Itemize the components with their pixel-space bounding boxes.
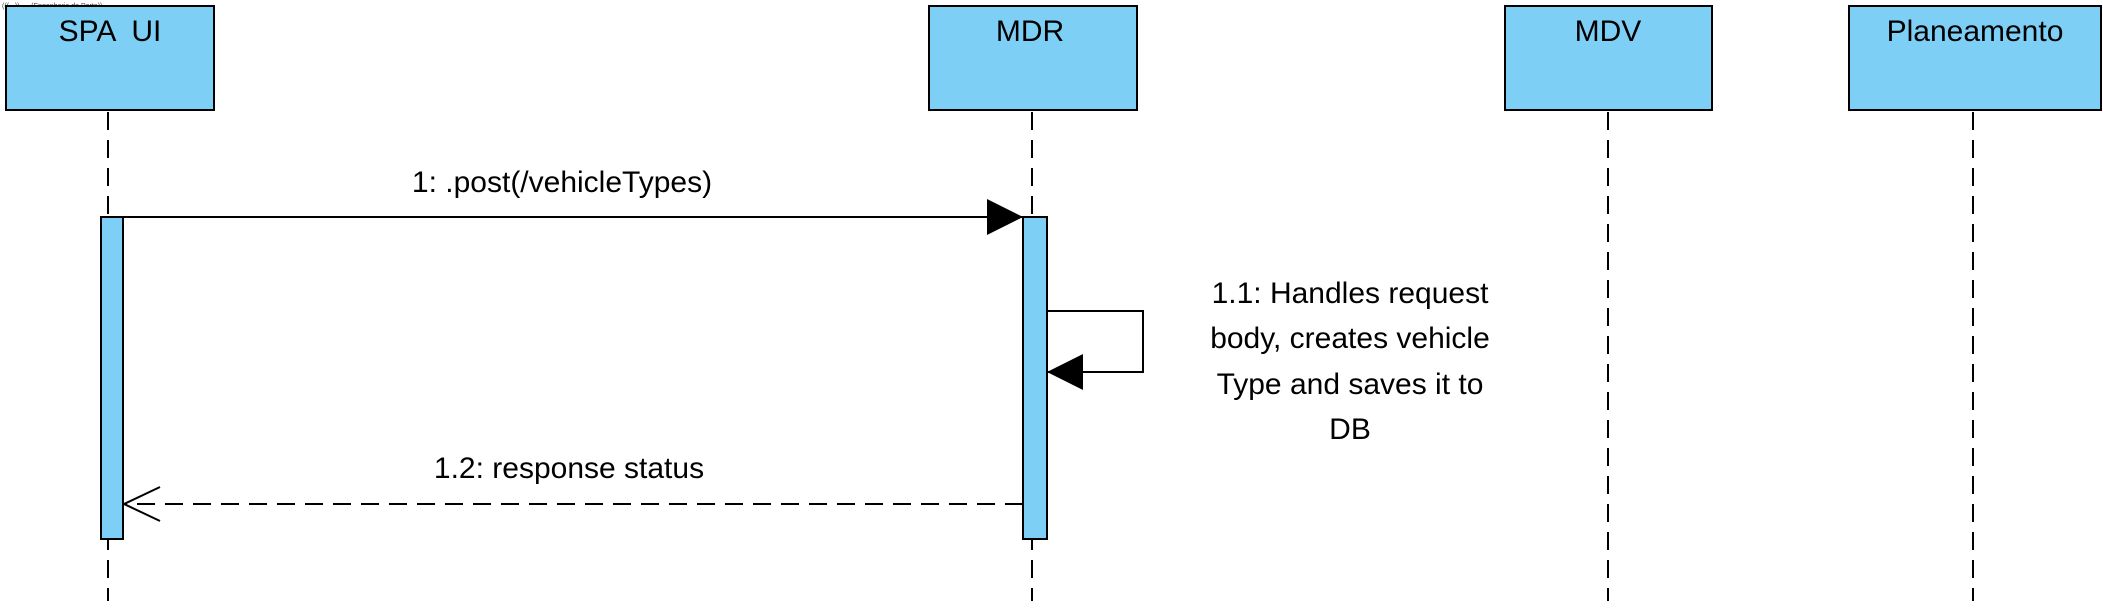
message-self-call-handle-request[interactable]: 1.1: Handles request body, creates vehic… <box>1047 277 1490 446</box>
message-label-line-1: 1.1: Handles request <box>1212 277 1490 310</box>
message-label-line-3: Type and saves it to <box>1217 368 1484 401</box>
participant-label: SPA UI <box>59 15 162 48</box>
activation-mdr <box>1022 216 1048 540</box>
participant-mdr[interactable]: MDR <box>928 5 1138 111</box>
participant-spa-ui[interactable]: SPA UI <box>5 5 215 111</box>
participant-label: MDR <box>996 15 1064 48</box>
message-label-line-2: body, creates vehicle <box>1210 322 1490 355</box>
message-label-line-4: DB <box>1329 413 1371 446</box>
activation-spa-ui <box>100 216 124 540</box>
message-post-vehicle-types[interactable]: 1: .post(/vehicleTypes) <box>123 166 1023 235</box>
self-call-arrow <box>1047 310 1144 390</box>
participant-label: Planeamento <box>1887 15 2064 48</box>
participant-planeamento[interactable]: Planeamento <box>1848 5 2102 111</box>
participant-label: MDV <box>1575 15 1642 48</box>
message-label: 1: .post(/vehicleTypes) <box>412 166 712 199</box>
participant-mdv[interactable]: MDV <box>1504 5 1713 111</box>
message-label: 1.2: response status <box>434 452 704 485</box>
message-response-status[interactable]: 1.2: response status <box>121 452 1023 522</box>
reply-arrow-head <box>121 486 161 522</box>
